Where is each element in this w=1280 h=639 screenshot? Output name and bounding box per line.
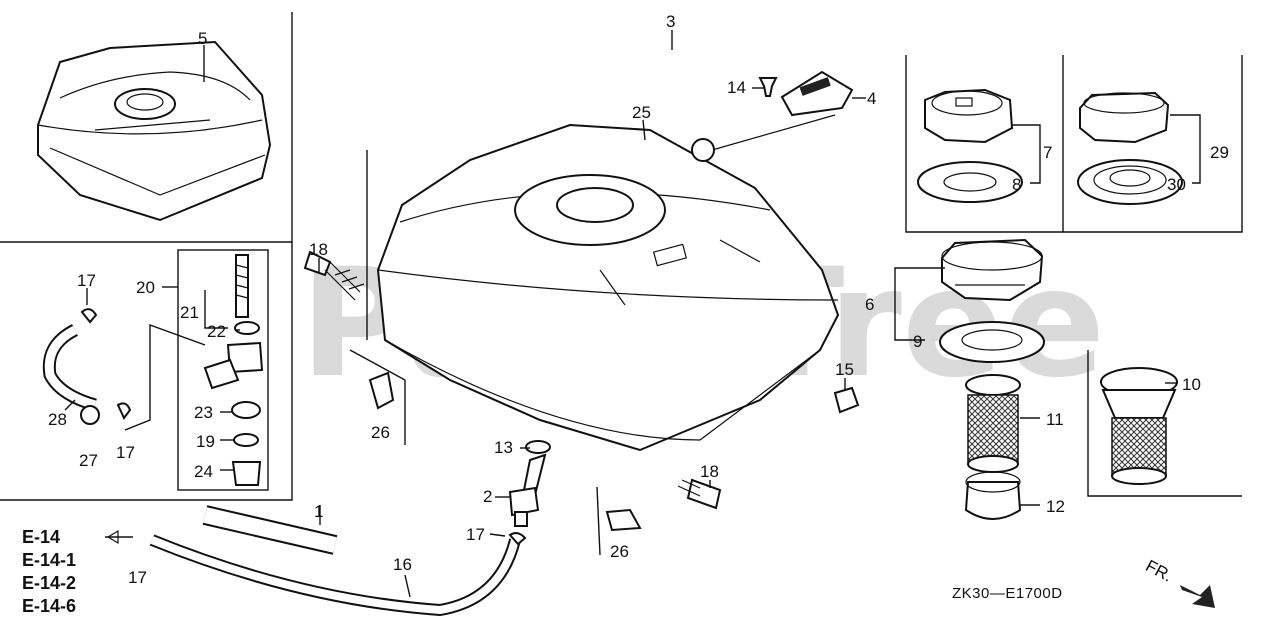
label-part-9: 9: [913, 332, 922, 351]
strainer-10: [1100, 367, 1178, 485]
ref-e14-1: E-14-1: [22, 550, 76, 570]
label-part-21: 21: [180, 303, 199, 322]
label-part-30: 30: [1167, 175, 1186, 194]
label-part-3: 3: [666, 12, 675, 31]
label-part-8: 8: [1012, 175, 1021, 194]
filler-cap-6: [939, 238, 1045, 363]
filler-cap-7: [917, 88, 1023, 203]
panel-frames: [0, 12, 1243, 501]
label-part-17c: 17: [466, 525, 485, 544]
hardware: [303, 250, 860, 532]
part-labels: 5 3 14 4 25 7 8 29 30 6 9 10 11 12 18 18…: [48, 12, 1229, 587]
diagram-code: ZK30—E1700D: [952, 585, 1063, 602]
label-part-16: 16: [393, 555, 412, 574]
label-part-1: 1: [314, 502, 323, 521]
label-part-15: 15: [835, 360, 854, 379]
ref-e14-6: E-14-6: [22, 596, 76, 616]
ref-e14: E-14: [22, 527, 60, 547]
label-part-17a: 17: [77, 271, 96, 290]
filler-cap-29: [1077, 91, 1183, 205]
label-part-18b: 18: [700, 462, 719, 481]
label-part-7: 7: [1043, 143, 1052, 162]
label-part-4: 4: [867, 89, 876, 108]
hose-1-16: [149, 505, 521, 617]
label-part-13: 13: [494, 438, 513, 457]
label-part-29: 29: [1210, 143, 1229, 162]
label-part-14: 14: [727, 78, 746, 97]
label-part-25: 25: [632, 103, 651, 122]
strainer-11: [964, 374, 1022, 520]
label-part-28: 28: [48, 410, 67, 429]
direction-arrow: FR.: [1143, 556, 1215, 608]
hose-28: [42, 308, 132, 425]
ref-arrow-icon: [106, 529, 119, 545]
label-part-12: 12: [1046, 497, 1065, 516]
label-part-23: 23: [194, 403, 213, 422]
direction-label: FR.: [1143, 556, 1176, 586]
label-part-22: 22: [207, 322, 226, 341]
fuel-valve-2: [508, 440, 551, 546]
label-part-5: 5: [198, 29, 207, 48]
label-part-19: 19: [196, 432, 215, 451]
label-part-26a: 26: [371, 423, 390, 442]
fuel-cock-assembly: [203, 254, 264, 486]
label-part-11: 11: [1046, 410, 1064, 429]
ref-e14-2: E-14-2: [22, 573, 76, 593]
label-part-18a: 18: [309, 240, 328, 259]
label-part-26b: 26: [610, 542, 629, 561]
fuel-gauge: [691, 70, 854, 162]
label-part-17d: 17: [128, 568, 147, 587]
label-part-6: 6: [865, 295, 874, 314]
label-part-17b: 17: [116, 443, 135, 462]
label-part-24: 24: [194, 462, 213, 481]
leader-lines: [64, 30, 1201, 598]
label-part-20: 20: [136, 278, 155, 297]
label-part-2: 2: [483, 487, 492, 506]
label-part-27: 27: [79, 451, 98, 470]
reference-labels: E-14 E-14-1 E-14-2 E-14-6: [22, 527, 119, 616]
fuel-tank-small: [37, 40, 272, 222]
label-part-10: 10: [1182, 375, 1201, 394]
fuel-tank-main: [376, 123, 840, 452]
